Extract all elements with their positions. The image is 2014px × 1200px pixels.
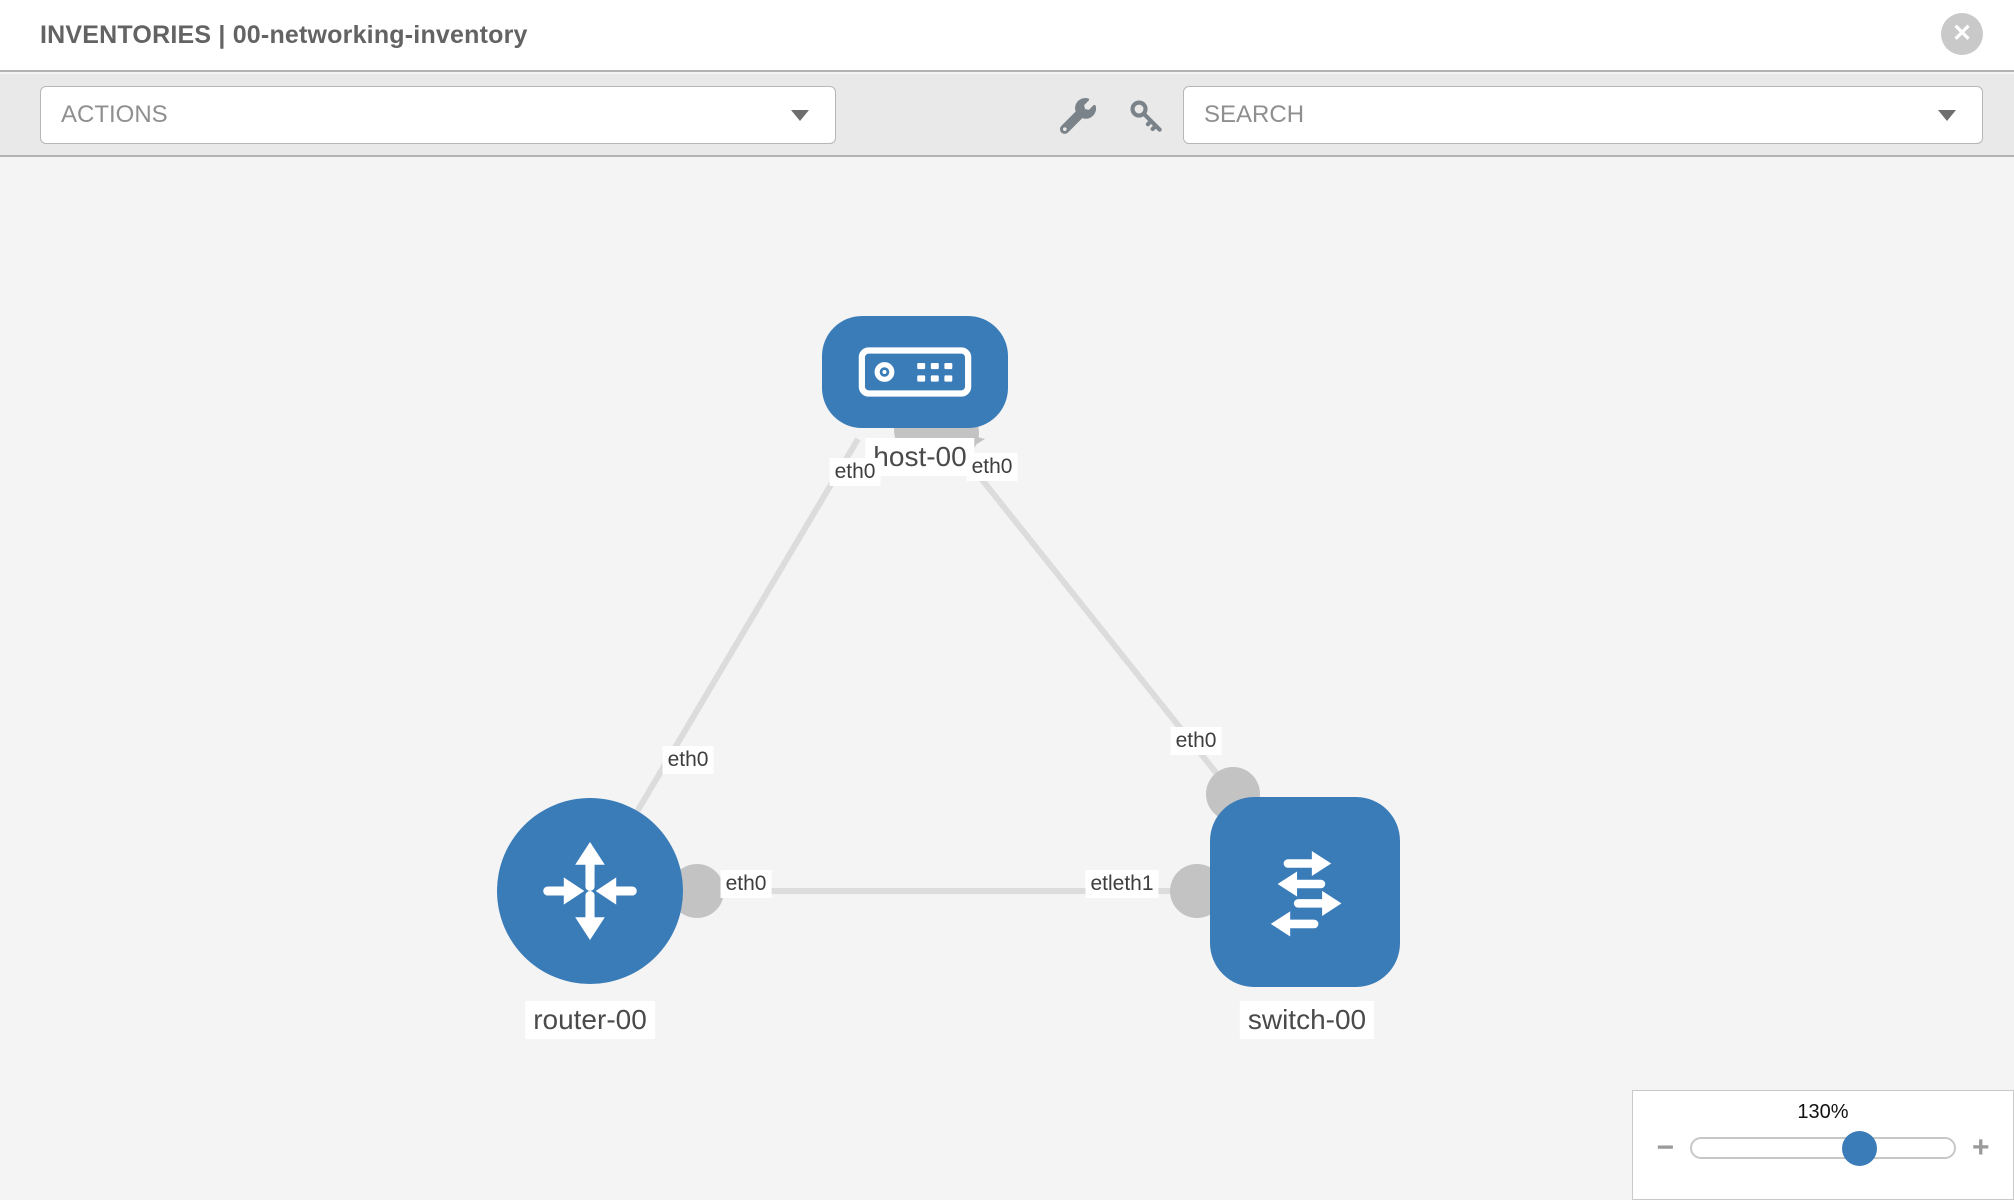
close-button[interactable]: ✕ [1941, 13, 1983, 55]
topology-graph [497, 316, 1400, 987]
node-host[interactable] [822, 316, 1008, 428]
key-icon [1130, 100, 1162, 132]
configure-button[interactable] [1052, 90, 1104, 142]
node-router[interactable] [497, 798, 683, 984]
zoom-panel: 130% − + [1632, 1090, 2014, 1200]
toolbar: ACTIONS SEARCH [0, 74, 2014, 157]
node-label-router: router-00 [525, 1001, 655, 1039]
chevron-down-icon [1938, 110, 1956, 121]
topology-canvas[interactable]: host-00 router-00 switch-00 eth0 eth0 et… [0, 157, 2014, 1200]
search-dropdown[interactable]: SEARCH [1183, 86, 1983, 144]
node-label-switch: switch-00 [1239, 1001, 1375, 1039]
actions-dropdown-label: ACTIONS [61, 101, 168, 128]
zoom-out-button[interactable]: − [1654, 1133, 1676, 1163]
wrench-icon [1059, 97, 1097, 134]
close-icon: ✕ [1951, 20, 1973, 47]
search-dropdown-label: SEARCH [1204, 101, 1305, 128]
zoom-slider[interactable] [1690, 1130, 1956, 1166]
zoom-slider-thumb[interactable] [1842, 1130, 1878, 1166]
interface-label-hlink-switch: etleth1 [1085, 870, 1159, 898]
interface-label-switch-uplink: eth0 [1170, 727, 1222, 755]
interface-label-host-left: eth0 [829, 458, 881, 486]
credentials-button[interactable] [1120, 90, 1172, 142]
node-label-host: host-00 [865, 438, 975, 476]
minus-icon: − [1656, 1131, 1674, 1164]
port-router-right [670, 864, 724, 918]
interface-label-host-right: eth0 [966, 453, 1018, 481]
chevron-down-icon [791, 110, 809, 121]
plus-icon: + [1972, 1131, 1990, 1164]
actions-dropdown[interactable]: ACTIONS [40, 86, 836, 144]
interface-label-router-uplink: eth0 [662, 746, 714, 774]
header: INVENTORIES | 00-networking-inventory ✕ [0, 0, 2014, 72]
zoom-in-button[interactable]: + [1970, 1133, 1992, 1163]
zoom-level: 130% [1797, 1101, 1849, 1123]
page-title: INVENTORIES | 00-networking-inventory [40, 20, 528, 49]
interface-label-hlink-router: eth0 [720, 870, 772, 898]
node-switch[interactable] [1210, 797, 1400, 987]
